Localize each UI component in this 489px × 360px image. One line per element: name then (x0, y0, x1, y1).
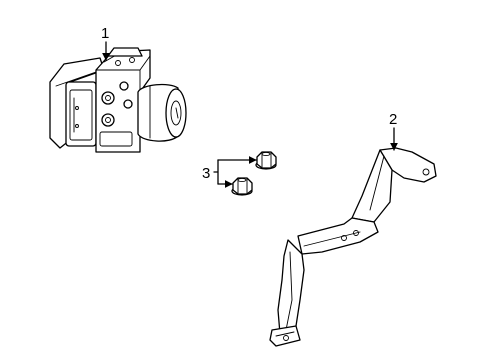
callout-1-label: 1 (101, 25, 109, 42)
callout-3: 3 (202, 156, 257, 188)
flange-nut-lower (231, 177, 253, 196)
callout-2-label: 2 (389, 111, 397, 128)
abs-modulator-assembly (49, 47, 187, 153)
callout-2: 2 (389, 111, 398, 151)
callout-3-bracket (213, 159, 219, 185)
flange-nut-upper (255, 151, 277, 170)
callout-1: 1 (101, 25, 110, 61)
callout-3-label: 3 (202, 165, 210, 182)
mounting-bracket (269, 147, 437, 347)
